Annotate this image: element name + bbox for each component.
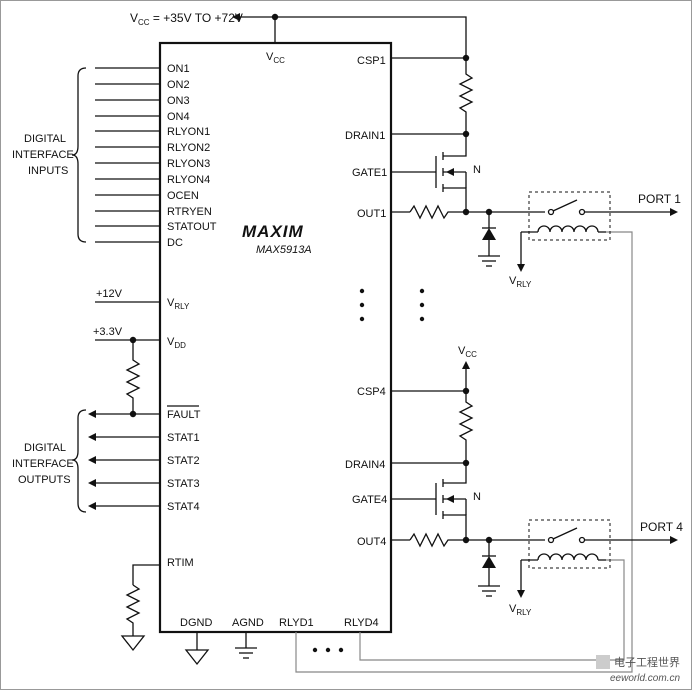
- out4-resistor: [409, 532, 466, 548]
- rtim-resistor: [125, 584, 141, 636]
- ground-icon: [184, 649, 210, 666]
- svg-text:INTERFACE: INTERFACE: [12, 458, 74, 470]
- pin-label: OUT4: [357, 536, 386, 548]
- pin-label: RLYON4: [167, 174, 210, 186]
- relay-1-coil: [517, 225, 606, 272]
- sense-resistor-4: [458, 391, 474, 463]
- pin-label: CSP1: [357, 55, 386, 67]
- rlyd4-wire: [359, 559, 625, 661]
- rlyd1-wire: [295, 231, 633, 673]
- ellipsis-dots: [312, 647, 344, 653]
- inputs-brace: [71, 67, 87, 243]
- vcc-label-ch4: VCC: [458, 345, 477, 359]
- pin-label: OCEN: [167, 190, 199, 202]
- pin-label: CSP4: [357, 386, 386, 398]
- svg-text:INPUTS: INPUTS: [28, 165, 68, 177]
- watermark: 电子工程世界 eeworld.com.cn: [596, 655, 680, 684]
- pin-label: ON4: [167, 111, 190, 123]
- pin-label: GATE1: [352, 167, 387, 179]
- n-channel-label: N: [473, 491, 481, 503]
- pin-label: STAT4: [167, 501, 200, 513]
- svg-text:DIGITAL: DIGITAL: [24, 133, 66, 145]
- pullup-resistor: [125, 340, 141, 414]
- pin-label: STAT1: [167, 432, 200, 444]
- pin-label: RTRYEN: [167, 206, 212, 218]
- svg-text:电子工程世界: 电子工程世界: [614, 656, 680, 669]
- pin-label: RLYON2: [167, 142, 210, 154]
- relay-4-switch: [547, 527, 678, 544]
- pin-label: STATOUT: [167, 221, 217, 233]
- arrow-icon: [462, 361, 470, 369]
- pin-label: AGND: [232, 617, 264, 629]
- svg-text:INTERFACE: INTERFACE: [12, 149, 74, 161]
- sense-resistor-1: [458, 58, 474, 134]
- mosfet-4: [391, 463, 467, 540]
- part-number: MAX5913A: [256, 244, 312, 256]
- ground-icon: [120, 635, 146, 652]
- port1-label: PORT 1: [638, 192, 681, 206]
- input-pin-labels: ON1 ON2 ON3 ON4 RLYON1 RLYON2 RLYON3 RLY…: [167, 63, 217, 249]
- pin-label: ON3: [167, 95, 190, 107]
- pin-label: RLYON1: [167, 126, 210, 138]
- n-channel-label: N: [473, 164, 481, 176]
- arrow-icon: [232, 13, 240, 21]
- svg-text:OUTPUTS: OUTPUTS: [18, 474, 71, 486]
- relay-4-coil: [517, 553, 606, 598]
- pin-label: GATE4: [352, 494, 387, 506]
- vdd-pin-label: VDD: [167, 336, 186, 350]
- rtim-pin-label: RTIM: [167, 557, 194, 569]
- pin-label: OUT1: [357, 208, 386, 220]
- relay-1-switch: [547, 199, 678, 216]
- pin-label: RLYD4: [344, 617, 379, 629]
- pin-label: RLYON3: [167, 158, 210, 170]
- pin-label: DRAIN4: [345, 459, 385, 471]
- maxim-logo: MAXIM: [242, 222, 304, 241]
- relay-4-box: [528, 519, 611, 569]
- input-pin-lines: [95, 67, 160, 243]
- ic-body: [158, 41, 393, 634]
- vrly-label-1: VRLY: [509, 275, 532, 289]
- plus12-label: +12V: [96, 288, 123, 300]
- digital-inputs-label: DIGITAL INTERFACE INPUTS: [12, 133, 74, 177]
- vrly-label-4: VRLY: [509, 603, 532, 617]
- vrly-pin-label: VRLY: [167, 297, 190, 311]
- diode-1: [478, 212, 500, 267]
- vcc-pin-label: VCC: [266, 51, 285, 65]
- port4-label: PORT 4: [640, 520, 683, 534]
- digital-outputs-label: DIGITAL INTERFACE OUTPUTS: [12, 442, 74, 486]
- vcc-supply-wire: [240, 16, 467, 58]
- pin-label: ON2: [167, 79, 190, 91]
- rtim-wire: [132, 564, 160, 585]
- svg-text:eeworld.com.cn: eeworld.com.cn: [610, 673, 680, 684]
- diode-4: [478, 540, 500, 597]
- ellipsis-dots: [359, 288, 425, 322]
- pin-label: RLYD1: [279, 617, 314, 629]
- pin-label: STAT3: [167, 478, 200, 490]
- pin-label: STAT2: [167, 455, 200, 467]
- out1-resistor: [409, 204, 466, 220]
- svg-text:DIGITAL: DIGITAL: [24, 442, 66, 454]
- ground-icon: [235, 647, 257, 659]
- outputs-brace: [71, 409, 87, 513]
- pin-label: ON1: [167, 63, 190, 75]
- pin-label: DGND: [180, 617, 212, 629]
- junction-dot: [271, 13, 279, 21]
- mosfet-1: [391, 134, 467, 212]
- supply-label: VCC = +35V TO +72V: [130, 11, 243, 27]
- plus33-label: +3.3V: [93, 326, 123, 338]
- output-pin-lines: [88, 410, 160, 510]
- pin-label: DC: [167, 237, 183, 249]
- pin-label: DRAIN1: [345, 130, 385, 142]
- relay-1-box: [528, 191, 611, 241]
- fault-pin-label: FAULT: [167, 409, 201, 421]
